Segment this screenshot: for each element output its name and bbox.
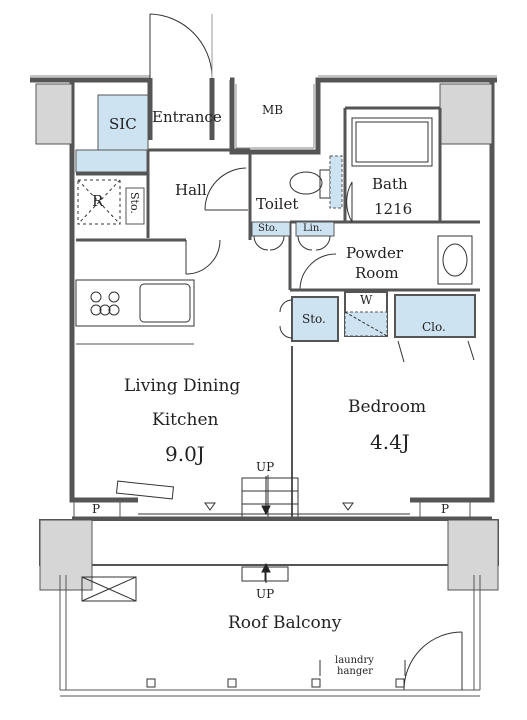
label-up-upper: UP bbox=[256, 460, 275, 474]
aircon-unit bbox=[81, 576, 137, 602]
entrance-door bbox=[149, 13, 213, 78]
label-sic: SIC bbox=[109, 115, 137, 133]
label-roof-balcony: Roof Balcony bbox=[228, 613, 342, 633]
small-storage bbox=[125, 187, 145, 225]
label-bath-size: 1216 bbox=[374, 200, 413, 218]
label-storage-sto: Sto. bbox=[258, 223, 278, 234]
toilet-shelf bbox=[329, 155, 343, 209]
balcony-slab bbox=[39, 519, 499, 566]
storage-lin bbox=[295, 221, 335, 237]
closet bbox=[394, 294, 476, 338]
label-refrigerator: R bbox=[92, 192, 104, 210]
label-bedroom: Bedroom bbox=[348, 397, 427, 417]
label-ldk-2: Kitchen bbox=[152, 410, 219, 430]
label-ldk-size: 9.0J bbox=[165, 442, 205, 466]
label-bath: Bath bbox=[372, 175, 408, 193]
sic-storage bbox=[97, 94, 149, 151]
label-bedroom-size: 4.4J bbox=[370, 430, 410, 454]
toilet-door bbox=[204, 167, 248, 211]
label-pipe-left: P bbox=[92, 502, 101, 516]
powder-sink bbox=[437, 235, 473, 285]
label-toilet: Toilet bbox=[256, 195, 299, 213]
toilet-fixture bbox=[289, 171, 323, 195]
column-top-left bbox=[35, 83, 73, 145]
label-small-storage: Sto. bbox=[128, 192, 141, 214]
kitchen-counter bbox=[75, 279, 195, 327]
storage-sto bbox=[251, 221, 291, 237]
label-ldk-1: Living Dining bbox=[124, 376, 241, 396]
column-bottom-right bbox=[447, 519, 499, 591]
label-powder-room-2: Room bbox=[355, 264, 399, 282]
bathtub bbox=[351, 117, 433, 167]
label-up-lower: UP bbox=[256, 587, 275, 601]
column-top-right bbox=[439, 83, 493, 145]
label-hall: Hall bbox=[175, 181, 207, 199]
label-laundry-2: hanger bbox=[337, 666, 373, 677]
label-entrance: Entrance bbox=[152, 108, 222, 126]
hall-door bbox=[185, 239, 221, 275]
label-laundry-1: laundry bbox=[335, 655, 374, 666]
refrigerator-space bbox=[77, 179, 121, 225]
label-powder-room-1: Powder bbox=[346, 244, 404, 262]
label-bedroom-storage: Sto. bbox=[302, 312, 326, 326]
label-storage-lin: Lin. bbox=[303, 223, 323, 234]
label-pipe-right: P bbox=[441, 502, 450, 516]
bedroom-storage bbox=[291, 296, 339, 342]
label-closet: Clo. bbox=[422, 320, 446, 334]
label-mb: MB bbox=[262, 103, 284, 117]
label-washer: W bbox=[360, 293, 373, 307]
